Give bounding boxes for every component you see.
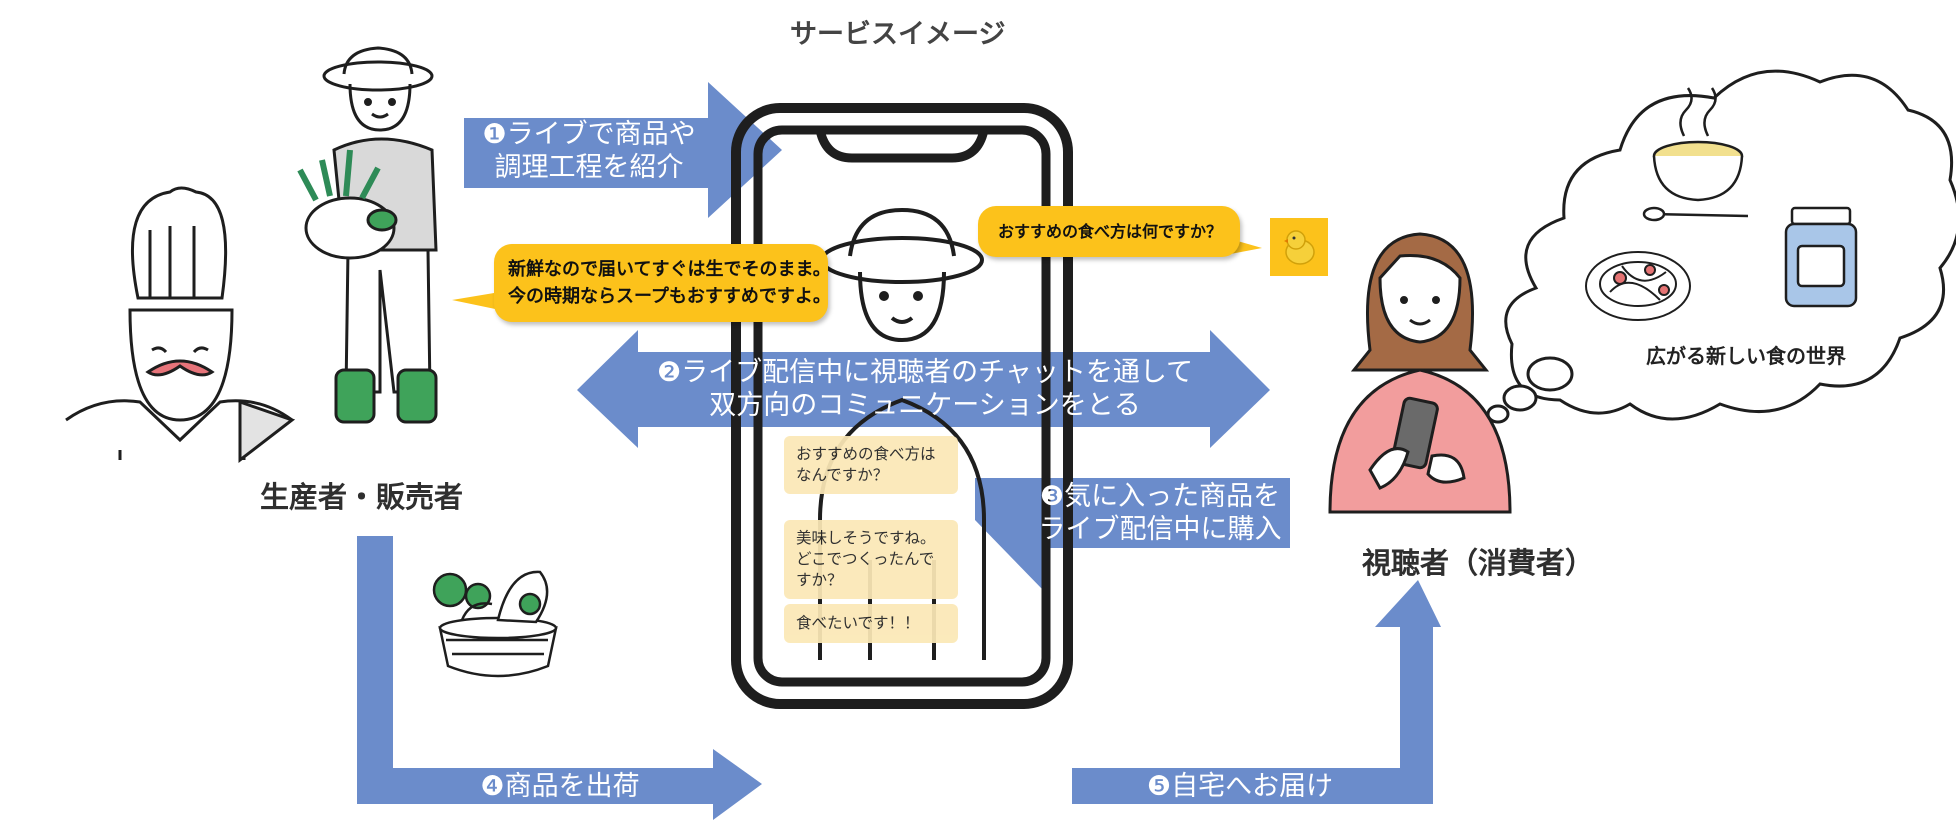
producer-label: 生産者・販売者 [260, 480, 464, 514]
soup-bowl-illustration [1642, 87, 1749, 222]
step-2-label: ❷ライブ配信中に視聴者のチャットを通して 双方向のコミュニケーションをとる [640, 356, 1210, 422]
arrow-step-5 [1072, 580, 1441, 804]
chef-illustration [65, 186, 296, 464]
farmer-illustration [297, 46, 438, 424]
producer-speech-bubble: 新鮮なので届いてすぐは生でそのまま。 今の時期ならスープもおすすめですよ。 [494, 244, 831, 322]
producer-speech-line-2: 今の時期ならスープもおすすめですよ。 [508, 286, 831, 307]
step-3-label: ❸気に入った商品を ライブ配信中に購入 [1030, 480, 1290, 546]
page-title: サービスイメージ [790, 19, 1006, 50]
salad-plate-illustration [1585, 251, 1691, 321]
step-2-line-1: ❷ライブ配信中に視聴者のチャットを通して [656, 357, 1194, 388]
chat-message-1: おすすめの食べ方は なんですか？ [784, 436, 958, 494]
smartphone-icon [731, 103, 1073, 709]
step-1-line-1: ❶ライブで商品や [482, 119, 696, 150]
step-4-label: ❹商品を出荷 [480, 771, 640, 802]
vegetable-basket-illustration [432, 570, 558, 678]
producer-bubble-tail [452, 292, 500, 310]
thought-caption: 広がる新しい食の世界 [1646, 344, 1846, 368]
viewer-question-bubble: おすすめの食べ方は何ですか？ [978, 206, 1240, 257]
producer-speech-line-1: 新鮮なので届いてすぐは生でそのまま。 [508, 259, 831, 280]
jar-illustration [1784, 206, 1858, 308]
viewer-woman-illustration [1328, 232, 1512, 514]
step-1-label: ❶ライブで商品や 調理工程を紹介 [464, 118, 714, 184]
step-2-line-2: 双方向のコミュニケーションをとる [709, 390, 1141, 421]
arrow-step-3 [975, 478, 1290, 590]
chat-message-2: 美味しそうですね。どこでつくったんですか？ [784, 520, 958, 599]
step-3-line-2: ライブ配信中に購入 [1038, 514, 1282, 545]
thought-cloud [1486, 69, 1956, 424]
step-5-label: ❺自宅へお届け [1146, 771, 1334, 802]
step-1-line-2: 調理工程を紹介 [494, 152, 684, 183]
chat-message-3: 食べたいです！！ [784, 604, 958, 643]
arrow-step-2 [577, 330, 1270, 448]
chick-icon [1270, 218, 1328, 276]
step-3-line-1: ❸気に入った商品を [1039, 481, 1281, 512]
arrow-step-1 [464, 82, 782, 218]
arrow-step-4 [357, 536, 762, 820]
consumer-label: 視聴者（消費者） [1362, 546, 1595, 580]
